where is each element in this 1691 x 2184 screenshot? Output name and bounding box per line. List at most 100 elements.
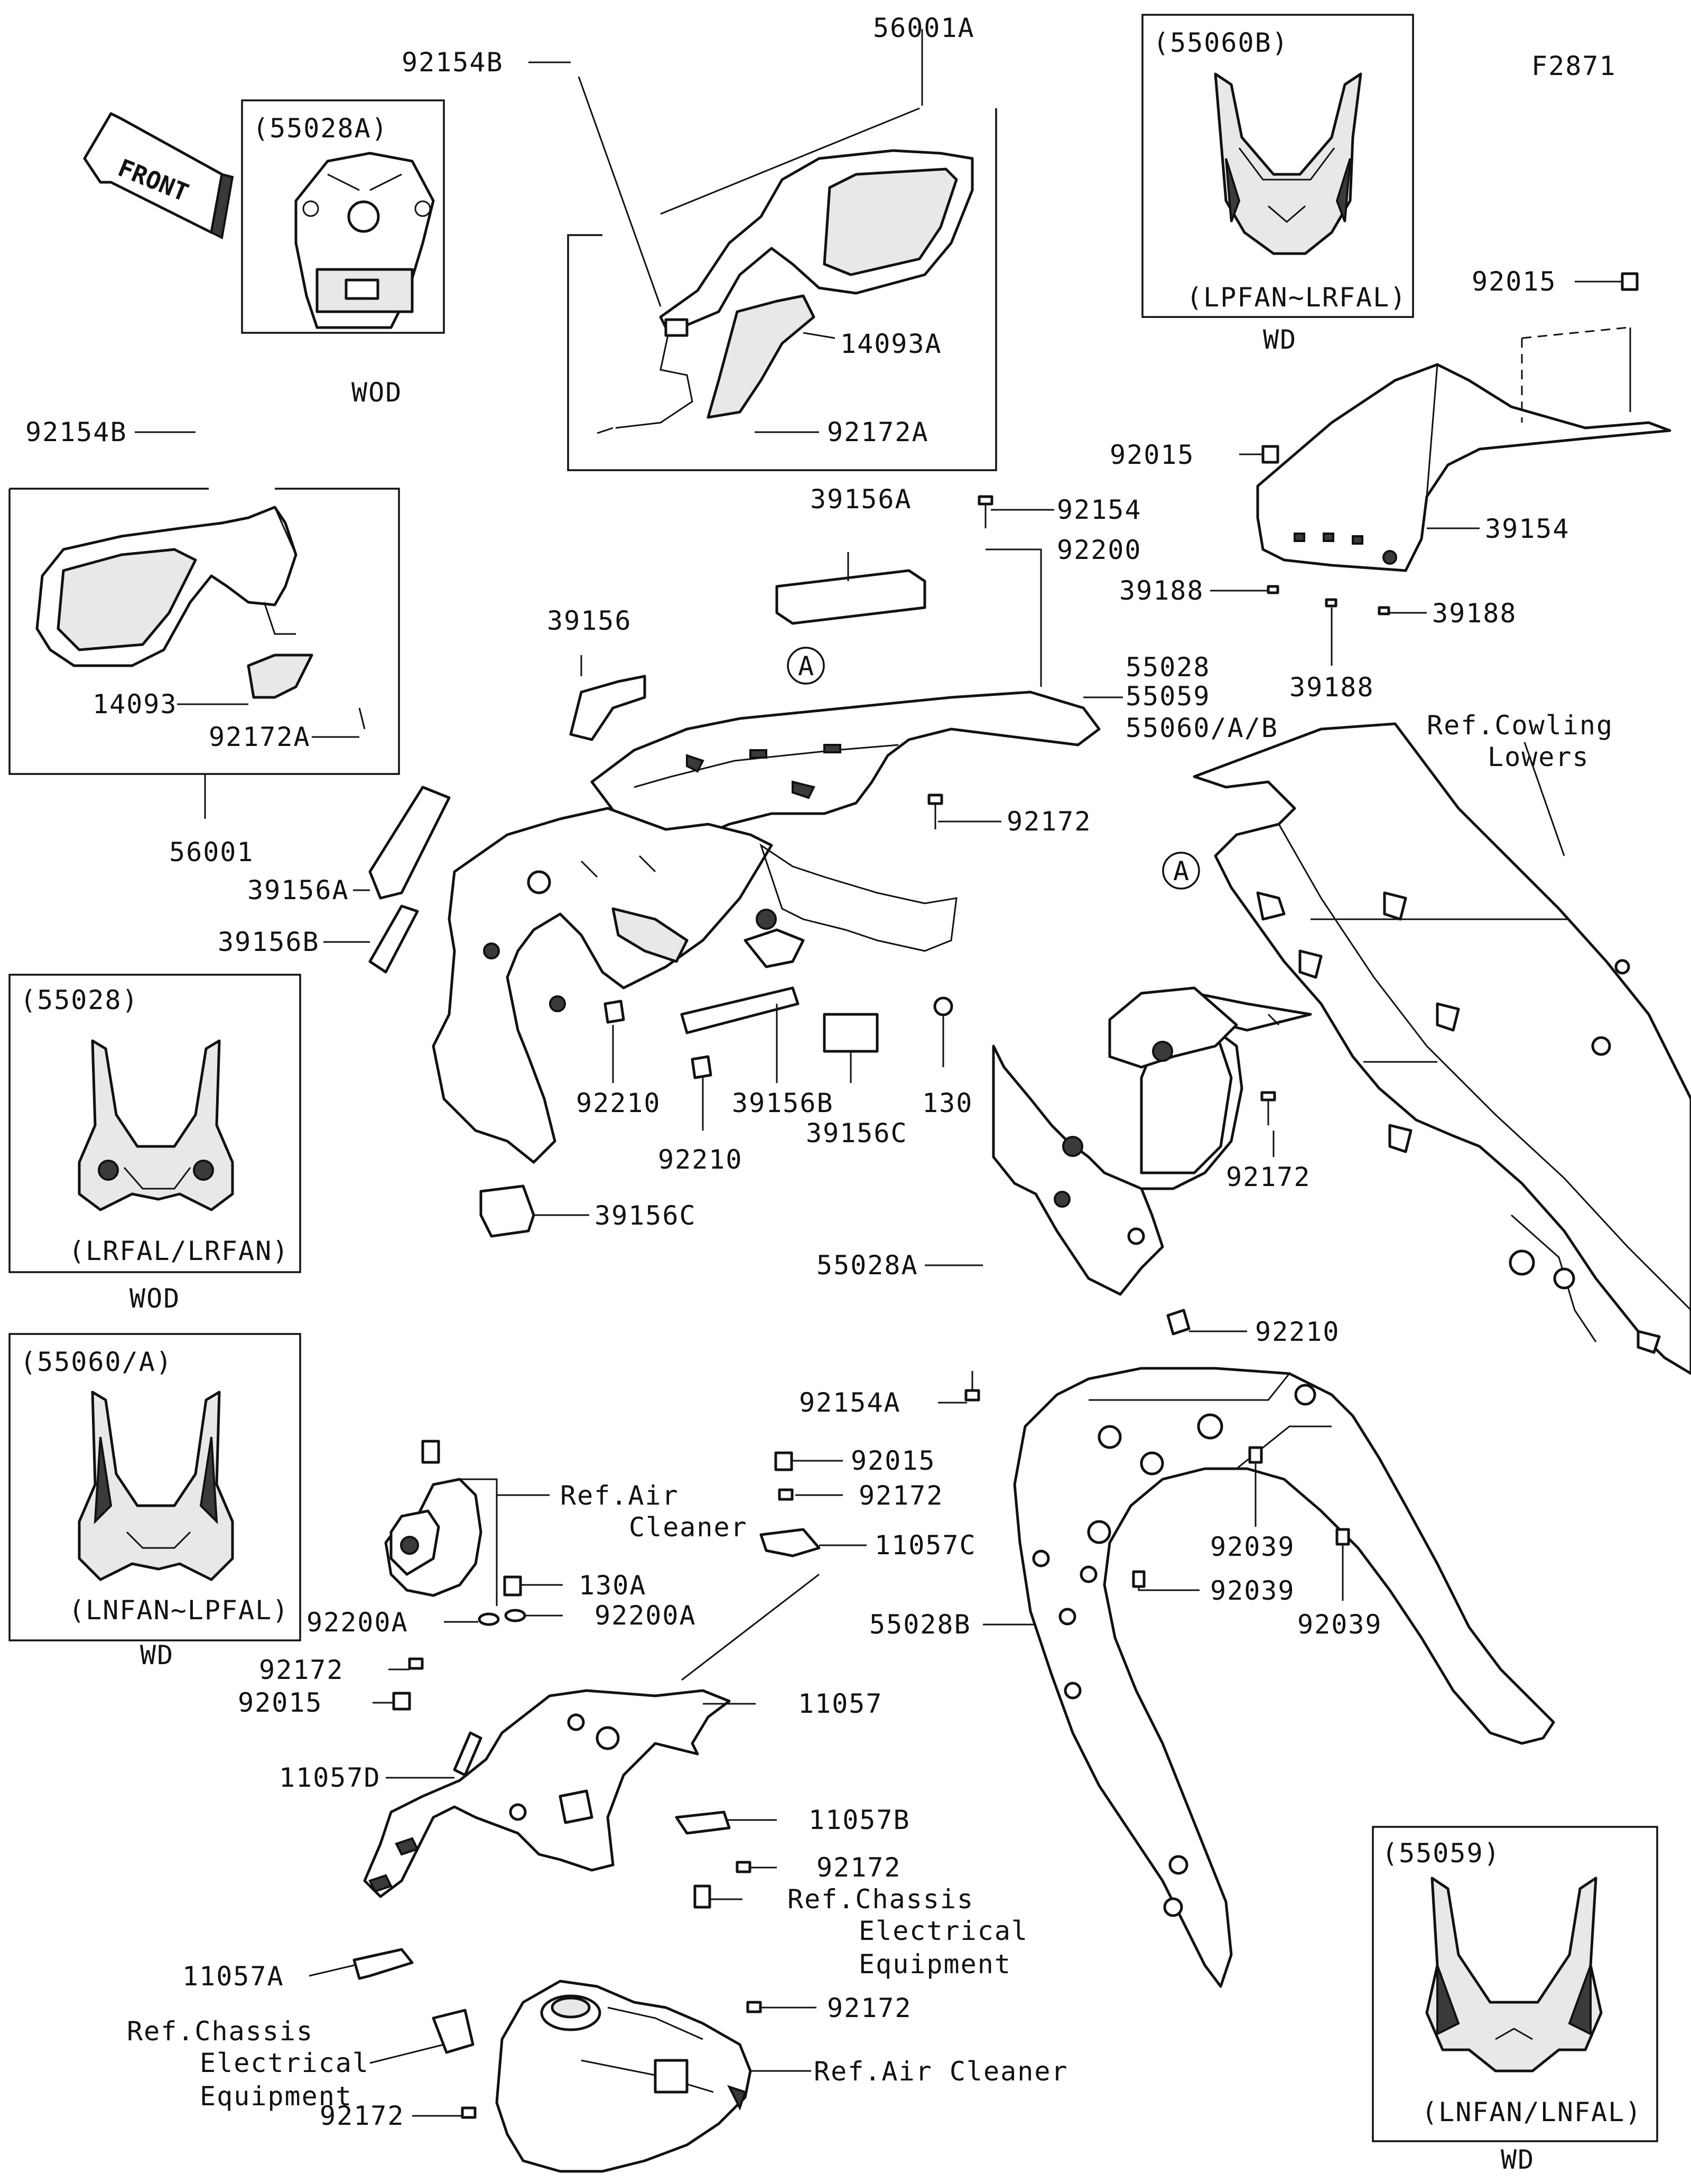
label-92210-a: 92210 — [576, 1088, 661, 1118]
inset-title: (55060/A) — [20, 1347, 173, 1377]
inner-panel-assembly — [432, 754, 958, 1164]
bolt-92172-bot-r — [746, 2001, 762, 2013]
label-92039-b: 92039 — [1210, 1575, 1295, 1606]
inset-footer: WOD — [129, 1283, 180, 1314]
inset-footer: WOD — [351, 377, 402, 408]
label-39188-b: 39188 — [1432, 598, 1517, 629]
inset-caption: (LNFAN~LPFAL) — [69, 1595, 289, 1626]
circle-a-mark-top: A — [787, 647, 825, 685]
label-92172-mid: 92172 — [1007, 806, 1092, 837]
clip-39188 — [1267, 585, 1390, 615]
label-39156: 39156 — [547, 605, 632, 636]
bolt-92172-c — [778, 1488, 794, 1501]
label-39156B-left: 39156B — [218, 927, 320, 957]
bracket-11057 — [363, 1689, 731, 1898]
foam-39156B-left — [368, 904, 419, 974]
label-39156A-left: 39156A — [247, 875, 349, 906]
label-92210-right: 92210 — [1255, 1317, 1340, 1347]
label-92172-bot-right: 92172 — [827, 1993, 912, 2023]
label-92172-bl: 92172 — [259, 1655, 344, 1685]
inner-panel-illustration — [294, 152, 435, 329]
washers-92200A — [478, 1609, 526, 1626]
inset-caption: (LNFAN/LNFAL) — [1421, 2097, 1642, 2127]
label-92172-bm: 92172 — [816, 1852, 902, 1883]
svg-text:A: A — [798, 651, 815, 682]
upper-cowl-illustration — [1425, 1877, 1603, 2073]
label-39156A-top: 39156A — [810, 484, 912, 515]
air-cleaner-ref-bottom — [495, 1980, 752, 2173]
bolt-92172-bottom — [461, 2106, 477, 2119]
rivet-92015-top — [1621, 272, 1639, 291]
bolt-92154-right — [978, 495, 993, 528]
label-92154B-left: 92154B — [25, 417, 127, 447]
cowling-lower-ref — [1193, 722, 1691, 1375]
figure-code: F2871 — [1531, 51, 1616, 81]
label-92172A-left: 92172A — [209, 722, 311, 752]
label-92172-c: 92172 — [859, 1480, 944, 1511]
grommet-130 — [933, 996, 953, 1016]
front-arrow-icon: FRONT — [83, 112, 234, 239]
label-56001A: 56001A — [873, 13, 975, 43]
air-cleaner-ref-upper — [384, 1440, 498, 1606]
upper-cowl-illustration — [78, 1390, 234, 1581]
label-11057: 11057 — [798, 1688, 883, 1719]
inset-title: (55059) — [1382, 1838, 1501, 1869]
label-130A: 130A — [579, 1570, 646, 1601]
label-55028: 55028 — [1126, 652, 1211, 683]
label-92200A-right: 92200A — [594, 1600, 696, 1631]
label-ref-cowling-2: Lowers — [1488, 742, 1590, 772]
screws-92039 — [1132, 1446, 1350, 1588]
label-ref-chassis-r1: Ref.Chassis — [787, 1884, 974, 1915]
mirror-56001 — [8, 488, 400, 775]
label-39156C-bottom: 39156C — [594, 1200, 696, 1231]
foam-39156A-left — [368, 786, 451, 900]
label-56001: 56001 — [169, 837, 254, 867]
foam-39156B-mid — [680, 986, 800, 1034]
inset-footer: WD — [1501, 2144, 1535, 2175]
bolt-92172-bl — [408, 1657, 424, 1670]
inner-cover-55028B — [1013, 1367, 1555, 1988]
bolt-92172-r — [1260, 1091, 1276, 1125]
rivet-92015-bl — [392, 1692, 411, 1711]
bolt-92172-bm — [736, 1861, 751, 1873]
label-ref-chassis-r2: Electrical — [859, 1916, 1028, 1946]
bracket-11057D — [453, 1731, 482, 1777]
block-39156C-mid — [823, 1013, 879, 1053]
label-11057A: 11057A — [182, 1961, 284, 1992]
leader-lines — [135, 29, 1622, 2117]
inset-55060A: (55060/A) (LNFAN~LPFAL) WD — [8, 1333, 301, 1670]
label-11057C: 11057C — [875, 1530, 977, 1561]
foam-39156A-top — [775, 569, 926, 625]
label-ref-cowling-1: Ref.Cowling — [1427, 710, 1613, 741]
label-130: 130 — [922, 1088, 973, 1118]
label-92172A-top: 92172A — [827, 417, 929, 447]
inset-caption: (LRFAL/LRFAN) — [69, 1236, 289, 1266]
mirror-56001A — [567, 107, 997, 471]
label-14093A: 14093A — [840, 329, 942, 359]
rivet-92015-ws — [1261, 445, 1279, 464]
upper-cowl-illustration — [78, 1039, 234, 1211]
label-ref-chassis-l2: Electrical — [200, 2048, 369, 2078]
label-92154B-top: 92154B — [402, 47, 504, 78]
label-55060AB: 55060/A/B — [1126, 713, 1278, 743]
nut-92210-b — [691, 1055, 712, 1079]
label-55059: 55059 — [1126, 681, 1211, 712]
bolt-130A — [503, 1575, 522, 1597]
label-14093: 14093 — [92, 689, 178, 720]
circle-a-mark-right: A — [1162, 852, 1200, 890]
spacer-39156 — [569, 675, 646, 741]
label-92039-a: 92039 — [1210, 1532, 1295, 1562]
label-92154-right: 92154 — [1057, 494, 1142, 525]
upper-cowl-illustration — [1214, 72, 1362, 255]
nut-92210-r — [1166, 1309, 1191, 1336]
label-39156C-mid: 39156C — [806, 1118, 908, 1149]
label-39156B-mid: 39156B — [732, 1088, 834, 1118]
inset-55028: (55028) (LRFAL/LRFAN) WOD — [8, 974, 301, 1314]
label-55028A: 55028A — [816, 1250, 918, 1281]
label-92200-right: 92200 — [1057, 535, 1142, 565]
label-92039-c: 92039 — [1297, 1609, 1382, 1640]
label-11057B: 11057B — [809, 1805, 910, 1835]
label-ref-chassis-l1: Ref.Chassis — [127, 2016, 313, 2047]
label-92015-c: 92015 — [851, 1445, 936, 1476]
inset-55028A: (55028A) WOD — [241, 99, 445, 408]
